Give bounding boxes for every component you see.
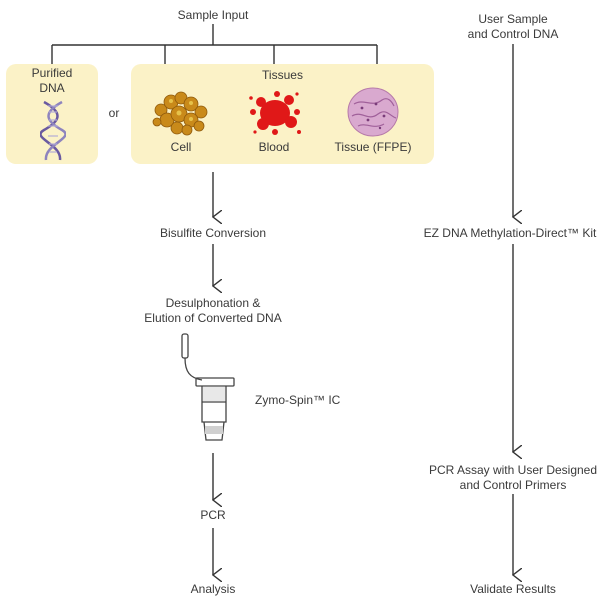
pcr-assay-step: PCR Assay with User Designed and Control… [428,463,598,492]
tissues-panel: Tissues Cell Blood Tissue (FFPE) [131,64,434,164]
purified-dna-label: Purified DNA [31,66,73,95]
or-label: or [108,106,120,120]
sample-input-label: Sample Input [177,8,249,22]
desulphonation-step: Desulphonation & Elution of Converted DN… [144,296,282,325]
kit-step: EZ DNA Methylation-Direct™ Kit [423,226,597,240]
blood-label: Blood [258,140,290,154]
user-sample-label: User Sample and Control DNA [467,12,559,41]
spin-column-icon [181,333,235,441]
tissues-label: Tissues [262,68,303,82]
tissue-ffpe-icon [347,87,399,137]
dna-helix-icon [40,100,66,161]
validate-results-step: Validate Results [470,582,556,596]
analysis-step: Analysis [190,582,236,596]
purified-dna-panel: Purified DNA [6,64,98,164]
zymo-spin-label: Zymo-Spin™ IC [255,393,341,407]
pcr-step: PCR [200,508,226,522]
tissue-ffpe-label: Tissue (FFPE) [334,140,412,154]
cell-cluster-icon [152,91,208,136]
cell-label: Cell [170,140,192,154]
blood-splatter-icon [249,91,301,135]
bisulfite-conversion-step: Bisulfite Conversion [159,226,267,240]
